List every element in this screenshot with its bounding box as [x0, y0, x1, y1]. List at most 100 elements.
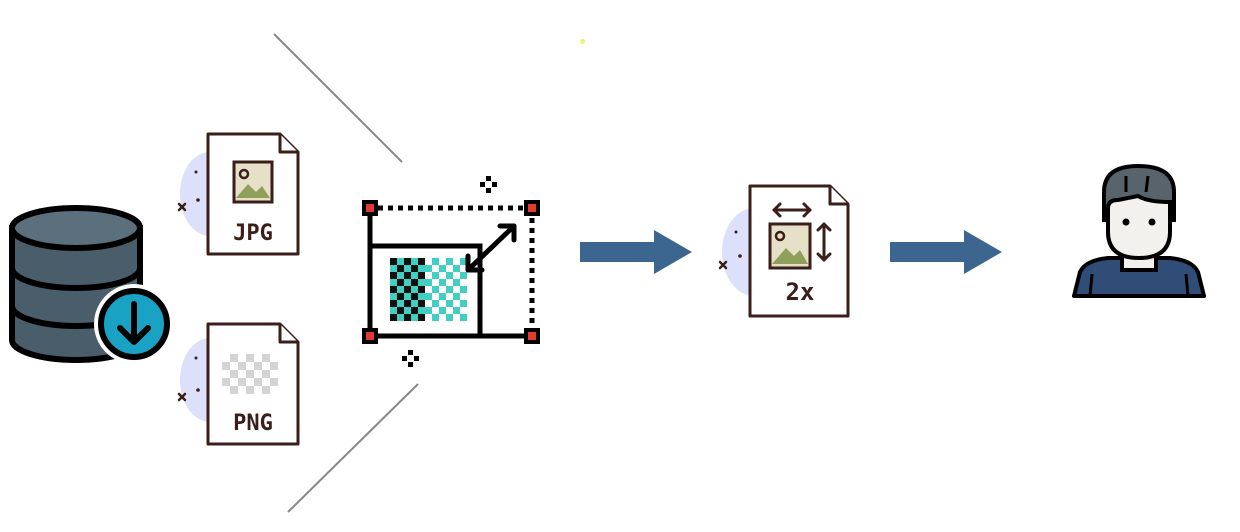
pixel-cell — [404, 265, 411, 272]
pixel-cell — [432, 265, 439, 272]
pixel-cell — [418, 272, 425, 279]
pixel-cell — [418, 286, 425, 293]
pixel-cell — [446, 314, 453, 321]
pixel-cell — [439, 279, 446, 286]
pixel-cell — [411, 314, 418, 321]
png-label: PNG — [233, 411, 273, 436]
pixel-cell — [439, 300, 446, 307]
pixel-cell — [397, 293, 404, 300]
pixel-cell — [425, 272, 432, 279]
pixel-cell — [404, 258, 411, 265]
pixel-cell — [411, 258, 418, 265]
pixel-cell — [460, 286, 467, 293]
pixel-cell — [439, 307, 446, 314]
transparency-checker-icon — [222, 354, 278, 394]
top-line — [273, 33, 403, 163]
jpg-label: JPG — [233, 221, 273, 246]
pixel-cell — [390, 314, 397, 321]
pixel-cell — [411, 300, 418, 307]
pixel-cell — [460, 279, 467, 286]
flow-arrow-1 — [580, 230, 692, 274]
pixel-cell — [404, 293, 411, 300]
pixel-cell — [425, 293, 432, 300]
pixel-cell — [425, 300, 432, 307]
pixel-cell — [460, 272, 467, 279]
upscaled-file-icon: 2x — [718, 184, 850, 318]
pixel-cell — [446, 265, 453, 272]
pixel-cell — [460, 293, 467, 300]
pixel-cell — [460, 265, 467, 272]
pixel-cell — [404, 272, 411, 279]
pixel-cell — [439, 314, 446, 321]
pixel-cell — [432, 279, 439, 286]
pixel-cell — [432, 258, 439, 265]
pixel-cell — [397, 279, 404, 286]
jpg-file-icon: JPG — [177, 132, 300, 256]
pixel-cell — [425, 265, 432, 272]
flow-arrow-2 — [890, 230, 1002, 274]
pixel-cell — [390, 265, 397, 272]
pixel-cell — [446, 293, 453, 300]
pixel-cell — [397, 300, 404, 307]
pixel-cell — [439, 286, 446, 293]
pixel-cell — [460, 314, 467, 321]
pixel-cell — [453, 307, 460, 314]
pixel-cell — [460, 307, 467, 314]
pixel-cell — [418, 258, 425, 265]
pixel-cell — [432, 300, 439, 307]
pixel-cell — [432, 293, 439, 300]
pixel-cell — [439, 272, 446, 279]
pixel-cell — [411, 307, 418, 314]
pixel-cell — [418, 300, 425, 307]
pixel-cell — [390, 300, 397, 307]
user-icon — [1072, 163, 1206, 298]
pixel-cell — [411, 286, 418, 293]
pixel-cell — [411, 293, 418, 300]
pixel-cell — [432, 286, 439, 293]
pixel-cell — [397, 272, 404, 279]
pixel-cell — [418, 314, 425, 321]
pixel-cell — [453, 265, 460, 272]
png-file-icon: PNG — [177, 322, 300, 446]
pixel-cell — [432, 307, 439, 314]
pixel-cell — [397, 265, 404, 272]
pixel-cell — [404, 300, 411, 307]
pixel-cell — [425, 279, 432, 286]
pixel-cell — [425, 314, 432, 321]
pixel-cell — [404, 314, 411, 321]
pixel-cell — [453, 300, 460, 307]
resize-upscale-icon — [362, 176, 540, 367]
pixel-cell — [453, 314, 460, 321]
pixel-cell — [397, 307, 404, 314]
pixel-cell — [432, 272, 439, 279]
pixel-cell — [446, 272, 453, 279]
pixel-cell — [397, 314, 404, 321]
pixel-cell — [453, 272, 460, 279]
pixel-cell — [439, 258, 446, 265]
scale-label: 2x — [786, 278, 815, 306]
pixel-cell — [418, 265, 425, 272]
pixel-cell — [425, 258, 432, 265]
pixel-cell — [411, 279, 418, 286]
stray-dot — [580, 39, 585, 44]
pixel-cell — [460, 258, 467, 265]
pixel-cell — [439, 293, 446, 300]
pixel-cell — [439, 265, 446, 272]
pixel-cell — [446, 258, 453, 265]
download-badge — [94, 284, 174, 364]
pixel-cell — [397, 286, 404, 293]
pixel-cell — [425, 286, 432, 293]
pixel-cell — [446, 300, 453, 307]
pixel-cell — [390, 293, 397, 300]
pixel-cell — [411, 265, 418, 272]
pixel-cell — [460, 300, 467, 307]
pixel-cell — [390, 307, 397, 314]
pixel-cell — [411, 272, 418, 279]
bottom-line — [287, 383, 419, 513]
pixel-cell — [446, 307, 453, 314]
pixel-cell — [453, 286, 460, 293]
pixel-grid — [390, 258, 467, 321]
database-download-icon — [9, 205, 174, 364]
pixel-cell — [418, 279, 425, 286]
